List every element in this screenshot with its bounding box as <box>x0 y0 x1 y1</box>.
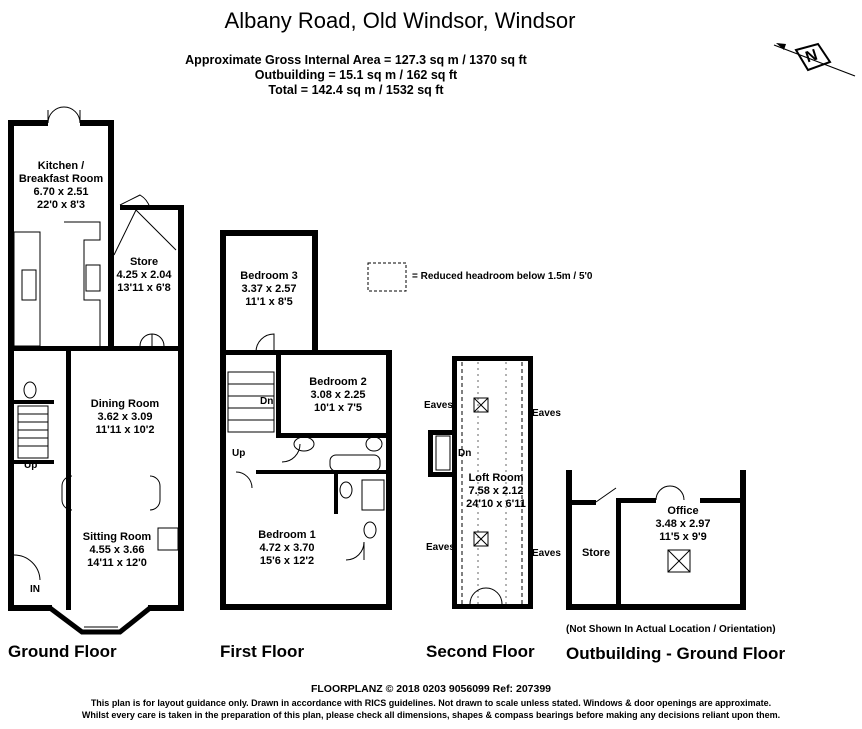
room-kitchen: Kitchen / Breakfast Room 6.70 x 2.51 22'… <box>18 160 104 211</box>
second-floor-plan <box>428 356 533 609</box>
stairs-up-first: Up <box>232 448 246 459</box>
room-outbuilding-store: Store <box>581 547 611 559</box>
room-dining: Dining Room 3.62 x 3.09 11'11 x 10'2 <box>90 398 160 436</box>
room-bedroom-2: Bedroom 2 3.08 x 2.25 10'1 x 7'5 <box>309 376 367 414</box>
room-bedroom-1: Bedroom 1 4.72 x 3.70 15'6 x 12'2 <box>258 529 316 567</box>
ground-floor-label: Ground Floor <box>8 642 117 661</box>
footer-disclaimer-1: This plan is for layout guidance only. D… <box>90 698 772 708</box>
north-arrow-icon <box>773 42 856 77</box>
outbuilding-note: (Not Shown In Actual Location / Orientat… <box>566 624 776 635</box>
footer-disclaimer-2: Whilst every care is taken in the prepar… <box>81 710 781 720</box>
outbuilding-plan <box>566 470 746 610</box>
stairs-down-second: Dn <box>458 448 472 459</box>
gross-area-line: Approximate Gross Internal Area = 127.3 … <box>185 53 527 67</box>
room-store-ground: Store 4.25 x 2.04 13'11 x 6'8 <box>116 256 172 294</box>
ground-floor-plan <box>8 106 184 635</box>
room-sitting: Sitting Room 4.55 x 3.66 14'11 x 12'0 <box>82 531 152 569</box>
total-area-line: Total = 142.4 sq m / 1532 sq ft <box>268 83 444 97</box>
entrance-label: IN <box>30 584 40 595</box>
stairs-down-first: Dn <box>260 396 274 407</box>
stairs-up-ground: Up <box>24 460 38 471</box>
legend-label: = Reduced headroom below 1.5m / 5'0 <box>412 271 593 282</box>
eaves-label-bottom-right: Eaves <box>532 548 561 559</box>
outbuilding-floor-label: Outbuilding - Ground Floor <box>566 644 786 663</box>
room-office: Office 3.48 x 2.97 11'5 x 9'9 <box>655 505 711 543</box>
first-floor-label: First Floor <box>220 642 305 661</box>
reduced-headroom-legend-box <box>367 262 407 292</box>
second-floor-label: Second Floor <box>426 642 535 661</box>
eaves-label-top-right: Eaves <box>532 408 561 419</box>
eaves-label-bottom-left: Eaves <box>426 542 455 553</box>
plan-title: Albany Road, Old Windsor, Windsor <box>224 8 576 33</box>
first-floor-plan <box>220 230 392 610</box>
outbuilding-area-line: Outbuilding = 15.1 sq m / 162 sq ft <box>254 68 458 82</box>
room-loft: Loft Room 7.58 x 2.12 24'10 x 6'11 <box>466 472 526 510</box>
room-bedroom-3: Bedroom 3 3.37 x 2.57 11'1 x 8'5 <box>240 270 298 308</box>
footer-credit: FLOORPLANZ © 2018 0203 9056099 Ref: 2073… <box>310 683 552 695</box>
eaves-label-top-left: Eaves <box>424 400 453 411</box>
